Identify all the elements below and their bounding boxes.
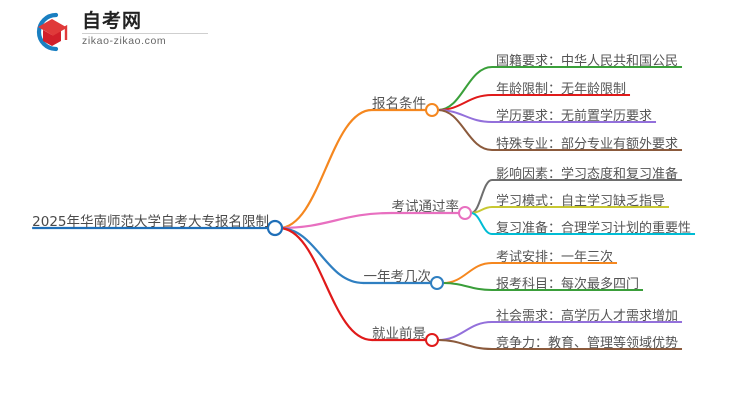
- logo-domain: zikao-zikao.com: [82, 35, 167, 47]
- branch-label-1[interactable]: 报名条件: [372, 96, 426, 112]
- logo-title-cn: 自考网: [82, 10, 143, 32]
- leaf-label-4-2[interactable]: 竞争力：教育、管理等领域优势: [496, 336, 679, 351]
- branch-label-4[interactable]: 就业前景: [372, 326, 426, 342]
- leaf-label-1-3[interactable]: 学历要求：无前置学历要求: [496, 109, 653, 124]
- leaf-label-3-1[interactable]: 考试安排：一年三次: [496, 250, 614, 265]
- leaf-label-1-1[interactable]: 国籍要求：中华人民共和国公民: [496, 54, 679, 69]
- logo-mark-icon: [26, 10, 72, 52]
- leaf-label-1-2[interactable]: 年龄限制：无年龄限制: [496, 82, 627, 97]
- leaf-label-1-4[interactable]: 特殊专业：部分专业有额外要求: [496, 137, 679, 152]
- leaf-label-2-3[interactable]: 复习准备：合理学习计划的重要性: [496, 221, 692, 236]
- site-logo: 自考网 zikao-zikao.com: [26, 8, 216, 54]
- leaf-label-2-2[interactable]: 学习模式：自主学习缺乏指导: [496, 194, 666, 209]
- leaf-label-3-2[interactable]: 报考科目：每次最多四门: [496, 277, 640, 292]
- leaf-label-4-1[interactable]: 社会需求：高学历人才需求增加: [496, 309, 679, 324]
- root-node-label[interactable]: 2025年华南师范大学自考大专报名限制: [32, 214, 269, 230]
- logo-text: 自考网 zikao-zikao.com: [82, 10, 212, 48]
- logo-divider: [82, 33, 208, 34]
- leaf-label-2-1[interactable]: 影响因素：学习态度和复习准备: [496, 167, 679, 182]
- branch-label-2[interactable]: 考试通过率: [391, 199, 460, 215]
- branch-label-3[interactable]: 一年考几次: [363, 269, 432, 285]
